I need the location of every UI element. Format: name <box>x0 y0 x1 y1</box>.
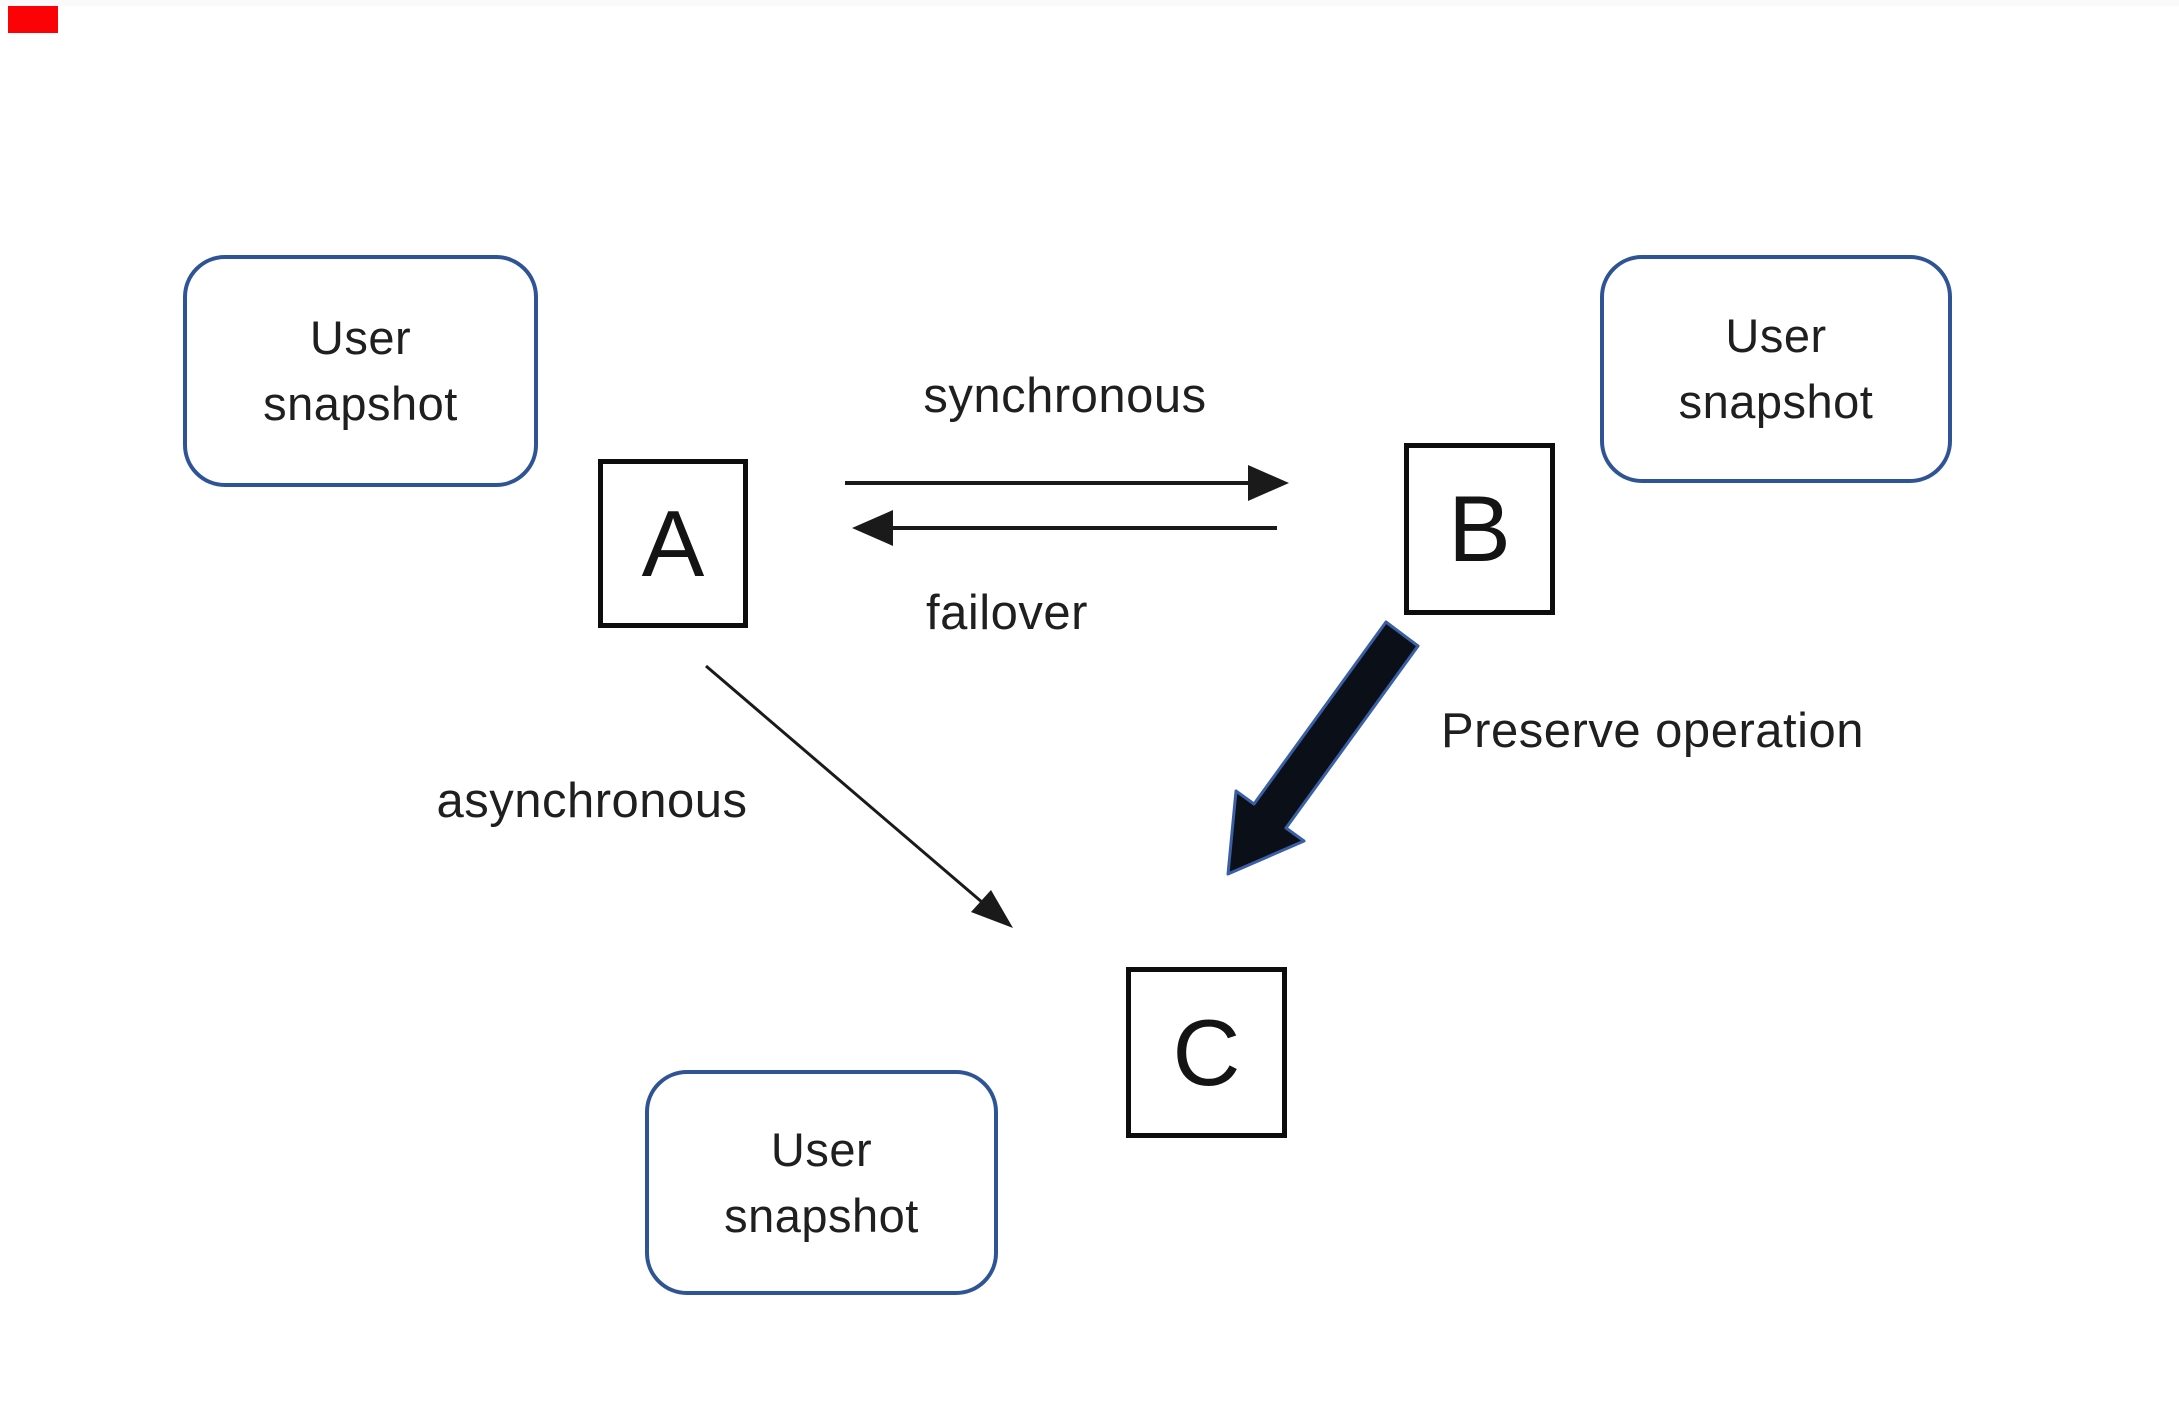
red-marker <box>8 6 58 33</box>
user-snapshot-box-top-left: User snapshot <box>183 255 538 487</box>
node-c: C <box>1126 967 1287 1138</box>
preserve-operation-label: Preserve operation <box>1441 704 1865 758</box>
user-snapshot-line2: snapshot <box>724 1188 919 1242</box>
asynchronous-label: asynchronous <box>436 774 748 828</box>
user-snapshot-line1: User <box>309 311 412 364</box>
top-edge-strip <box>0 0 2179 6</box>
user-snapshot-box-bottom: User snapshot <box>645 1070 998 1295</box>
user-snapshot-line1: User <box>1725 309 1827 362</box>
user-snapshot-box-top-right: User snapshot <box>1600 255 1952 483</box>
user-snapshot-line2: snapshot <box>1678 375 1874 428</box>
preserve-operation-arrow-icon <box>1226 620 1420 876</box>
failover-label: failover <box>926 586 1088 640</box>
node-a-label: A <box>641 490 705 596</box>
node-a: A <box>598 459 748 628</box>
asynchronous-arrow-icon <box>705 664 1013 928</box>
node-c-label: C <box>1172 999 1241 1105</box>
node-b-label: B <box>1448 476 1511 581</box>
failover-arrow-icon <box>852 510 1277 546</box>
synchronous-label: synchronous <box>923 369 1207 423</box>
synchronous-arrow-icon <box>845 465 1289 501</box>
user-snapshot-line1: User <box>770 1122 873 1176</box>
user-snapshot-line2: snapshot <box>263 377 458 430</box>
node-b: B <box>1404 443 1555 615</box>
